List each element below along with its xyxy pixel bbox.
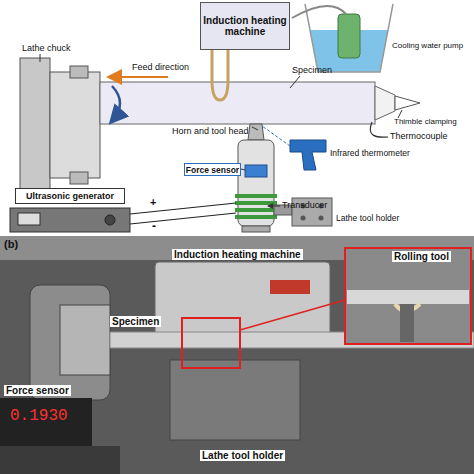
node-text: Induction heating machine	[201, 15, 289, 37]
part-label: Lathe chuck	[22, 44, 71, 54]
wire	[130, 213, 236, 224]
photo-label: Lathe tool holder	[200, 450, 285, 461]
photo-label: Induction heating machine	[172, 249, 303, 260]
photo-bench	[0, 446, 120, 474]
infrared-thermometer	[262, 126, 326, 170]
ultrasonic-tool	[235, 124, 277, 232]
sensor-box: Force sensor	[184, 163, 241, 176]
specimen-rod	[100, 82, 420, 124]
leader-line	[398, 110, 402, 118]
part-label: 0.1930	[10, 408, 68, 426]
photo-chuck	[30, 285, 110, 400]
part-label: -	[152, 220, 156, 233]
node-text: Ultrasonic generator	[26, 191, 114, 201]
highlight-box	[182, 318, 240, 368]
tool-holder	[274, 198, 332, 226]
inset-photo	[345, 248, 471, 344]
part-label: Specimen	[292, 66, 332, 76]
leader-line	[241, 169, 245, 170]
rotation-arrow	[112, 86, 120, 121]
feed-arrow	[110, 76, 168, 78]
machine-box: Induction heating machine	[200, 2, 290, 50]
leader-line	[268, 206, 280, 207]
part-label: Infrared thermometer	[330, 149, 410, 158]
leader-line	[252, 127, 258, 130]
photo-label: Specimen	[110, 316, 161, 327]
part-label: Cooling water pump	[392, 42, 463, 51]
generator-device	[10, 208, 130, 232]
part-label: Transducer	[282, 201, 327, 211]
part-label: Feed direction	[132, 63, 189, 73]
photo-holder	[170, 360, 300, 440]
leader-line	[290, 76, 300, 88]
node-text: Force sensor	[186, 165, 239, 175]
part-label: Horn and tool head	[172, 127, 249, 137]
thermocouple-wire	[370, 122, 388, 137]
induction-coil	[212, 50, 228, 100]
generator-box: Ultrasonic generator	[15, 188, 125, 204]
cooling-beaker	[292, 4, 393, 72]
zoom-line	[240, 300, 345, 330]
photo-label: Force sensor	[4, 385, 71, 396]
leader-line	[40, 54, 41, 62]
photo-sensor-box	[0, 398, 92, 446]
wire	[130, 203, 236, 214]
photo-label: Rolling tool	[392, 251, 451, 262]
part-label: Thimble clamping	[394, 118, 457, 127]
photo-background	[0, 236, 474, 474]
part-label: +	[150, 196, 156, 208]
part-label: (b)	[4, 238, 18, 250]
part-label: Thermocouple	[390, 132, 448, 142]
lathe-chuck	[20, 58, 100, 192]
part-label: Lathe tool holder	[336, 214, 399, 223]
photo-display	[270, 280, 310, 294]
